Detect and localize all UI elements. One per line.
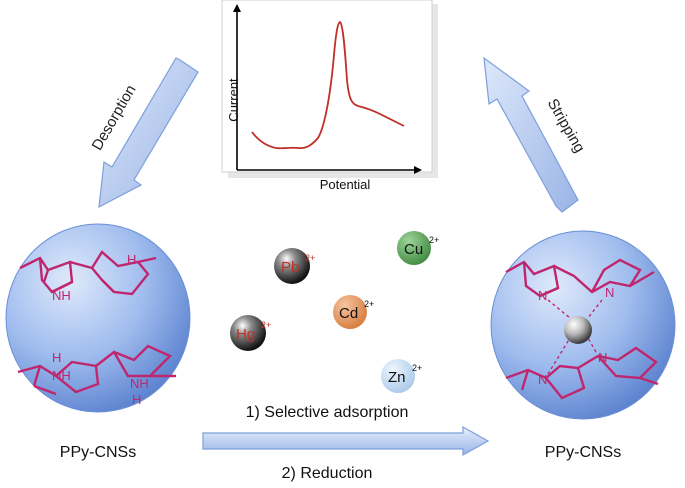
ion-cu-symbol: Cu: [404, 241, 423, 258]
right-ppy-sphere: N N N N PPy-CNSs: [490, 230, 676, 461]
ion-pb: Pb 2+: [274, 248, 315, 284]
coordination-bonds: [547, 299, 603, 375]
ion-cd-symbol: Cd: [339, 305, 358, 322]
left-ppy-sphere: NH H H NH NH H PPy-CNSs: [5, 223, 191, 461]
left-molecule-top: [19, 250, 157, 296]
x-axis-label: Potential: [320, 177, 371, 192]
n-label-1: N: [538, 288, 547, 303]
left-sphere-label: PPy-CNSs: [60, 444, 136, 461]
nh-label-3: NH: [130, 376, 149, 391]
n-label-2: N: [605, 285, 614, 300]
n-label-4: N: [598, 350, 607, 365]
right-molecule-bottom: [505, 346, 659, 400]
ion-cd: Cd 2+: [333, 295, 374, 329]
plot-frame: [221, 0, 433, 173]
y-axis-label: Current: [226, 78, 241, 122]
stripping-label: Stripping: [544, 96, 588, 156]
left-molecule-bottom: [17, 344, 176, 396]
y-axis-arrowhead: [233, 4, 241, 12]
h-label-3: H: [132, 392, 141, 407]
desorption-arrow: Desorption: [89, 57, 199, 209]
adsorption-reduction-arrow: 1) Selective adsorption 2) Reduction: [202, 404, 490, 482]
ion-cd-charge: 2+: [364, 299, 374, 309]
voltammogram-plot: Current Potential: [221, 0, 438, 192]
ion-zn: Zn 2+: [381, 359, 422, 393]
nh-label-2: NH: [52, 368, 71, 383]
ion-zn-symbol: Zn: [388, 369, 406, 386]
current-curve: [251, 21, 405, 150]
ion-pb-charge: 2+: [305, 253, 315, 263]
stripping-arrow: Stripping: [483, 56, 588, 213]
x-axis-arrowhead: [414, 166, 422, 174]
reduction-label: 2) Reduction: [282, 465, 373, 482]
ion-hg: Hg 2+: [230, 315, 271, 351]
h-label-1: H: [127, 252, 136, 267]
bound-metal-ion: [564, 316, 592, 344]
selective-adsorption-label: 1) Selective adsorption: [246, 404, 409, 421]
right-molecule-top: [505, 258, 655, 298]
ion-hg-charge: 2+: [261, 320, 271, 330]
nh-label-1: NH: [52, 288, 71, 303]
ion-cu-charge: 2+: [429, 235, 439, 245]
n-label-3: N: [538, 372, 547, 387]
ion-cu: Cu 2+: [397, 231, 439, 265]
h-label-2: H: [52, 350, 61, 365]
ion-hg-symbol: Hg: [236, 326, 255, 343]
right-sphere-label: PPy-CNSs: [545, 444, 621, 461]
ion-pb-symbol: Pb: [281, 259, 299, 276]
ion-zn-charge: 2+: [412, 363, 422, 373]
